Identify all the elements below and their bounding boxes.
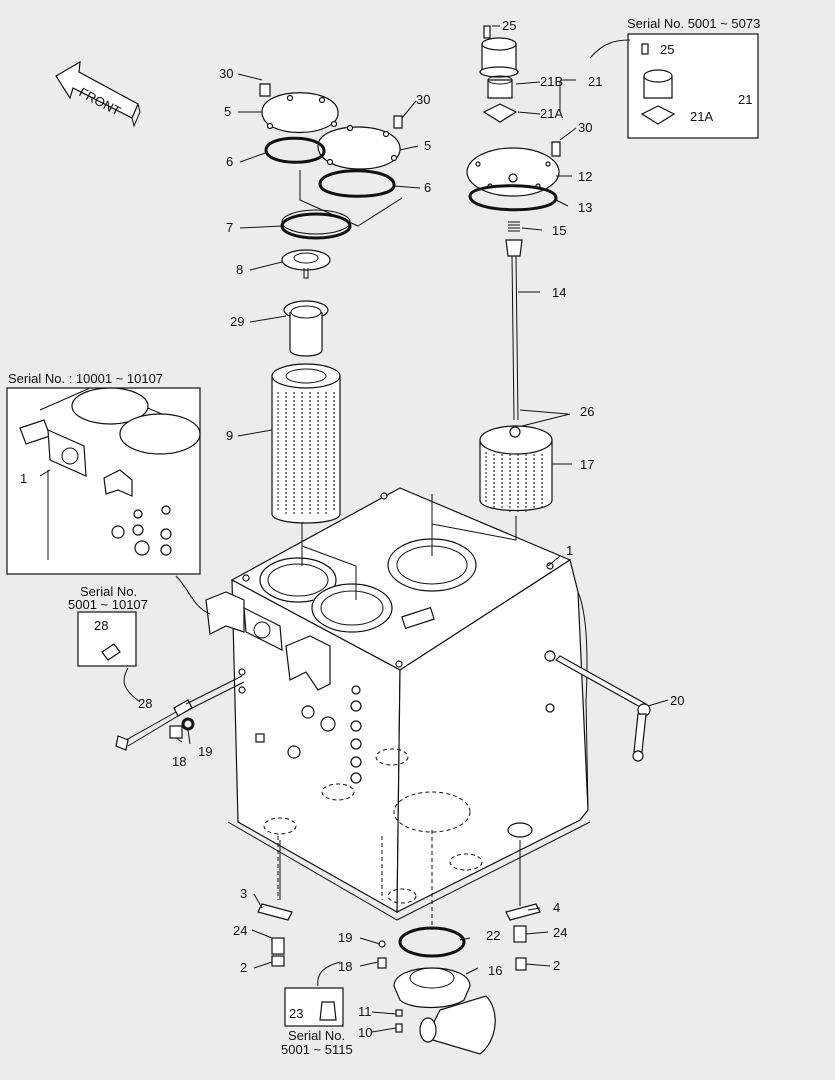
callout-6: 6 <box>226 154 233 169</box>
serial-inset-sensor-line1: Serial No. <box>80 584 137 599</box>
serial-inset-tank-label: Serial No. : 10001 ~ 10107 <box>8 371 163 386</box>
callout-1: 1 <box>566 543 573 558</box>
brackets-3-4 <box>257 903 541 1033</box>
callout-23-inset: 23 <box>289 1006 303 1021</box>
cover-12 <box>466 141 561 197</box>
callout-21-inset: 21 <box>738 92 752 107</box>
callout-5b: 5 <box>424 138 431 153</box>
serial-inset-breather: Serial No. 5001 ~ 5073 <box>589 16 760 139</box>
sensor-28 <box>115 675 245 751</box>
callout-9: 9 <box>226 428 233 443</box>
callout-19: 19 <box>198 744 212 759</box>
callout-21A-inset: 21A <box>690 109 713 124</box>
callout-21: 21 <box>588 74 602 89</box>
front-arrow: FRONT <box>55 60 141 128</box>
callout-15: 15 <box>552 223 566 238</box>
serial-inset-breather-label: Serial No. 5001 ~ 5073 <box>627 16 760 31</box>
callout-19b: 19 <box>338 930 352 945</box>
callout-29: 29 <box>230 314 244 329</box>
serial-inset-fitting-line2: 5001 ~ 5115 <box>281 1042 353 1057</box>
serial-inset-sensor: Serial No. 5001 ~ 10107 <box>68 584 148 703</box>
callout-7: 7 <box>226 220 233 235</box>
callout-13: 13 <box>578 200 592 215</box>
snap-ring-7 <box>280 209 352 240</box>
callout-18b: 18 <box>338 959 352 974</box>
serial-inset-fitting: Serial No. 5001 ~ 5115 <box>281 961 353 1057</box>
rod-14 <box>505 239 523 421</box>
callout-30b: 30 <box>416 92 430 107</box>
o-ring-13 <box>468 184 558 212</box>
leader-lines <box>39 25 669 1033</box>
callout-17: 17 <box>580 457 594 472</box>
callout-2: 2 <box>240 960 247 975</box>
callout-22: 22 <box>486 928 500 943</box>
spring-15 <box>508 221 520 232</box>
callout-6b: 6 <box>424 180 431 195</box>
callout-25: 25 <box>502 18 516 33</box>
callout-14: 14 <box>552 285 566 300</box>
callout-16: 16 <box>488 963 502 978</box>
callout-30: 30 <box>219 66 233 81</box>
callout-21A: 21A <box>540 106 563 121</box>
drain-assembly-16 <box>393 926 496 1055</box>
callout-28-inset: 28 <box>94 618 108 633</box>
callout-26: 26 <box>580 404 594 419</box>
callout-11: 11 <box>358 1004 372 1019</box>
filter-element-9 <box>271 363 341 524</box>
callout-3: 3 <box>240 886 247 901</box>
callout-25-inset: 25 <box>660 42 674 57</box>
callout-2b: 2 <box>553 958 560 973</box>
callout-5: 5 <box>224 104 231 119</box>
serial-inset-sensor-line2: 5001 ~ 10107 <box>68 597 148 612</box>
o-ring-19-left <box>181 717 195 731</box>
strainer-17 <box>479 425 553 512</box>
level-gauge-20 <box>555 655 651 762</box>
valve-8 <box>281 249 331 279</box>
serial-inset-tank-side: Serial No. : 10001 ~ 10107 <box>6 371 211 615</box>
sleeve-29 <box>283 300 329 357</box>
callout-labels: 30 5 6 7 8 29 9 30 5 6 25 21B 21 21A 30 … <box>20 18 752 1040</box>
callout-12: 12 <box>578 169 592 184</box>
callout-24: 24 <box>233 923 247 938</box>
plug-18-left <box>169 725 183 739</box>
callout-1-inset: 1 <box>20 471 27 486</box>
callout-8: 8 <box>236 262 243 277</box>
callout-24b: 24 <box>553 925 567 940</box>
callout-18: 18 <box>172 754 186 769</box>
breather-21 <box>479 25 519 123</box>
callout-21B: 21B <box>540 74 563 89</box>
callout-4: 4 <box>553 900 560 915</box>
cover-plate-5-left <box>259 83 403 170</box>
callout-30c: 30 <box>578 120 592 135</box>
callout-28: 28 <box>138 696 152 711</box>
callout-10: 10 <box>358 1025 372 1040</box>
hydraulic-tank <box>205 487 591 930</box>
serial-inset-fitting-line1: Serial No. <box>288 1028 345 1043</box>
callout-20: 20 <box>670 693 684 708</box>
